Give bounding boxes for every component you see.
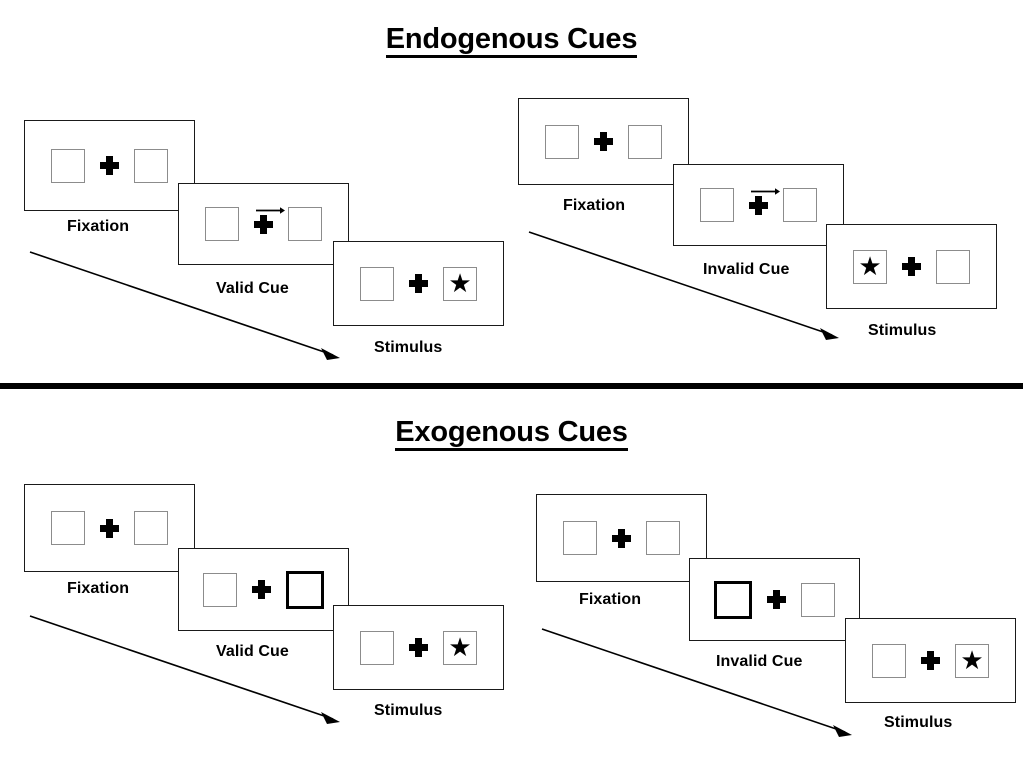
right-box: [936, 249, 970, 284]
panel-exogenous-invalid-cue[interactable]: [689, 558, 860, 641]
caption-valid-cue: Valid Cue: [216, 280, 289, 297]
right-box: [288, 207, 322, 241]
fixation-cross-column: [921, 651, 940, 670]
fixation-cross-column: [100, 518, 119, 538]
fixation-cross-column: [612, 528, 631, 548]
left-box: [563, 521, 597, 555]
caption-valid-cue: Valid Cue: [216, 643, 289, 660]
fixation-cross-column: [254, 206, 285, 234]
caption-invalid-cue: Invalid Cue: [716, 653, 803, 670]
left-box: [51, 148, 85, 183]
section-title-endogenous-text: Endogenous Cues: [385, 24, 637, 59]
fixation-cross-column: [409, 274, 428, 293]
panel-exogenous-valid-cue[interactable]: [178, 548, 349, 631]
plus-cross-icon: [409, 638, 428, 657]
time-flow-arrow-icon: [541, 628, 852, 737]
section-title-endogenous: Endogenous Cues: [0, 23, 1023, 59]
panel-endogenous-valid-fixation[interactable]: [24, 120, 195, 211]
star-icon: ★: [448, 267, 472, 298]
right-box: [628, 124, 662, 159]
plus-cross-icon: [254, 214, 273, 234]
left-box: [203, 572, 237, 607]
time-flow-arrow-icon: [528, 231, 839, 340]
right-box: ★: [443, 630, 477, 665]
fixation-cross-column: [902, 257, 921, 276]
plus-cross-icon: [100, 518, 119, 538]
left-box: [545, 124, 579, 159]
left-box: [51, 511, 85, 545]
left-box: [700, 188, 734, 222]
section-divider: [0, 383, 1023, 389]
panel-exogenous-valid-stimulus[interactable]: ★: [333, 605, 504, 690]
caption-stimulus: Stimulus: [374, 339, 443, 356]
right-box: ★: [955, 643, 989, 678]
plus-cross-icon: [767, 590, 786, 609]
caption-stimulus: Stimulus: [868, 322, 937, 339]
caption-fixation: Fixation: [67, 218, 130, 235]
left-box: [360, 630, 394, 665]
caption-fixation: Fixation: [563, 197, 626, 214]
plus-cross-icon: [409, 274, 428, 293]
arrow-right-icon: [255, 203, 285, 214]
panel-endogenous-invalid-cue[interactable]: [673, 164, 844, 246]
left-box: [360, 266, 394, 301]
star-icon: ★: [448, 631, 472, 662]
caption-fixation: Fixation: [579, 591, 642, 608]
star-icon: ★: [960, 644, 984, 675]
panel-exogenous-invalid-fixation[interactable]: [536, 494, 707, 582]
panel-endogenous-valid-stimulus[interactable]: ★: [333, 241, 504, 326]
plus-cross-icon: [902, 257, 921, 276]
right-box: [134, 511, 168, 545]
caption-stimulus: Stimulus: [374, 702, 443, 719]
caption-invalid-cue: Invalid Cue: [703, 261, 790, 278]
plus-cross-icon: [749, 195, 768, 215]
left-box: [872, 643, 906, 678]
plus-cross-icon: [100, 156, 119, 175]
right-box: ★: [443, 266, 477, 301]
left-box: [205, 207, 239, 241]
right-box: [783, 188, 817, 222]
fixation-cross-column: [252, 580, 271, 599]
plus-cross-icon: [612, 528, 631, 548]
left-box: ★: [853, 249, 887, 284]
right-box: [646, 521, 680, 555]
arrow-right-icon: [750, 184, 780, 195]
time-flow-arrow-icon: [29, 251, 340, 360]
fixation-cross-column: [594, 132, 613, 151]
fixation-cross-column: [409, 638, 428, 657]
fixation-cross-column: [749, 187, 780, 215]
fixation-cross-column: [767, 590, 786, 609]
fixation-cross-column: [100, 156, 119, 175]
plus-cross-icon: [252, 580, 271, 599]
section-title-exogenous-text: Exogenous Cues: [395, 417, 628, 452]
panel-endogenous-invalid-fixation[interactable]: [518, 98, 689, 185]
right-box: [801, 582, 835, 617]
time-flow-arrow-icon: [29, 615, 340, 724]
right-box-highlighted: [286, 570, 324, 609]
plus-cross-icon: [921, 651, 940, 670]
panel-endogenous-valid-cue[interactable]: [178, 183, 349, 265]
panel-exogenous-valid-fixation[interactable]: [24, 484, 195, 572]
panel-exogenous-invalid-stimulus[interactable]: ★: [845, 618, 1016, 703]
right-box: [134, 148, 168, 183]
plus-cross-icon: [594, 132, 613, 151]
star-icon: ★: [858, 250, 882, 281]
left-box-highlighted: [714, 580, 752, 619]
caption-fixation: Fixation: [67, 580, 130, 597]
panel-endogenous-invalid-stimulus[interactable]: ★: [826, 224, 997, 309]
caption-stimulus: Stimulus: [884, 714, 953, 731]
section-title-exogenous: Exogenous Cues: [0, 416, 1023, 452]
